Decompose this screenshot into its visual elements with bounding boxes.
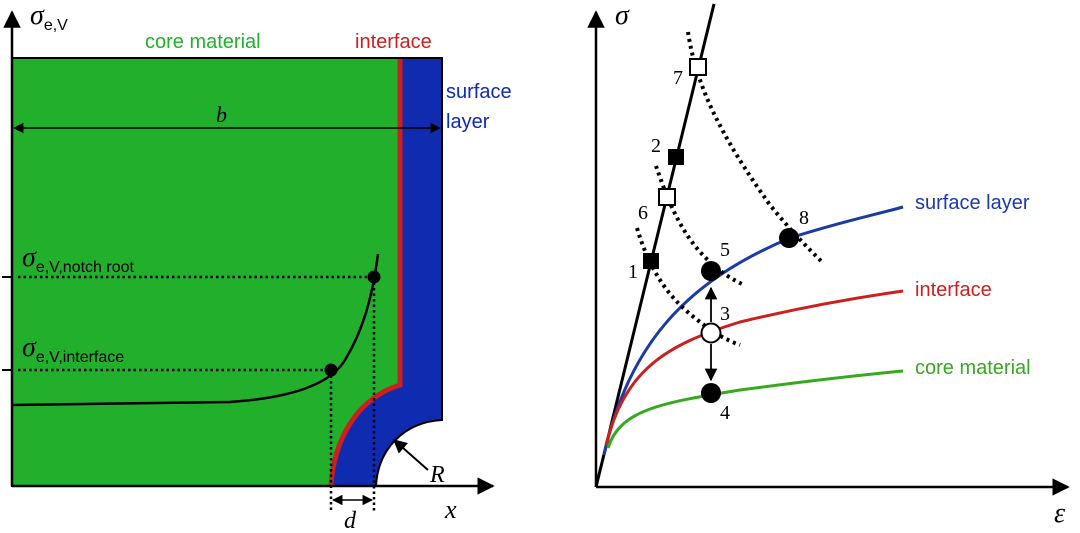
interface-strip bbox=[328, 58, 403, 487]
hyperbola-6-5 bbox=[654, 165, 743, 286]
point-8-label: 8 bbox=[799, 207, 809, 229]
notch-root-stress-label: σe,V,notch root bbox=[22, 242, 135, 276]
surface-layer-label-line1: surface bbox=[446, 81, 512, 103]
point-7-marker bbox=[689, 58, 707, 76]
elastic-line bbox=[594, 3, 716, 488]
point-5-marker bbox=[701, 261, 721, 281]
point-6-label: 6 bbox=[638, 202, 648, 224]
surface-layer-curve-label: surface layer bbox=[915, 192, 1030, 214]
point-3-marker bbox=[700, 322, 722, 344]
point-1-marker bbox=[643, 253, 659, 269]
left-y-axis-label: σe,V bbox=[30, 0, 68, 34]
radius-label: R bbox=[429, 462, 445, 488]
surface-layer-curve bbox=[602, 205, 904, 456]
right-y-axis-label: σ bbox=[615, 0, 630, 31]
left-x-axis-label: x bbox=[444, 495, 457, 524]
right-x-axis-label: ε bbox=[1054, 498, 1065, 529]
core-material-label: core material bbox=[145, 31, 261, 53]
core-material-curve-label: core material bbox=[915, 357, 1031, 379]
point-8-marker bbox=[779, 228, 799, 248]
interface-label: interface bbox=[355, 31, 432, 53]
radius-leader-arrow bbox=[392, 439, 429, 471]
surface-layer-region bbox=[330, 58, 442, 486]
point-6-marker bbox=[658, 188, 676, 206]
point-4-marker bbox=[701, 383, 721, 403]
interface-stress-label: σe,V,interface bbox=[22, 332, 124, 366]
right-panel: σ ε surface layer interface core materia… bbox=[587, 0, 1070, 529]
stress-distribution-curve bbox=[11, 253, 380, 407]
core-material-curve bbox=[606, 369, 904, 449]
point-4-label: 4 bbox=[720, 402, 730, 424]
point-1-label: 1 bbox=[628, 261, 638, 283]
left-panel: σe,V x core material interface surface l… bbox=[2, 0, 512, 533]
surface-layer-label-line2: layer bbox=[446, 111, 490, 133]
interface-curve bbox=[604, 289, 904, 446]
point-2-marker bbox=[668, 149, 684, 165]
point-7-label: 7 bbox=[673, 67, 683, 89]
point-2-label: 2 bbox=[651, 135, 661, 157]
point-5-label: 5 bbox=[720, 239, 730, 261]
width-label: b bbox=[216, 102, 227, 127]
interface-curve-label: interface bbox=[915, 279, 992, 301]
point-3-label: 3 bbox=[720, 303, 730, 325]
depth-label: d bbox=[344, 508, 357, 533]
